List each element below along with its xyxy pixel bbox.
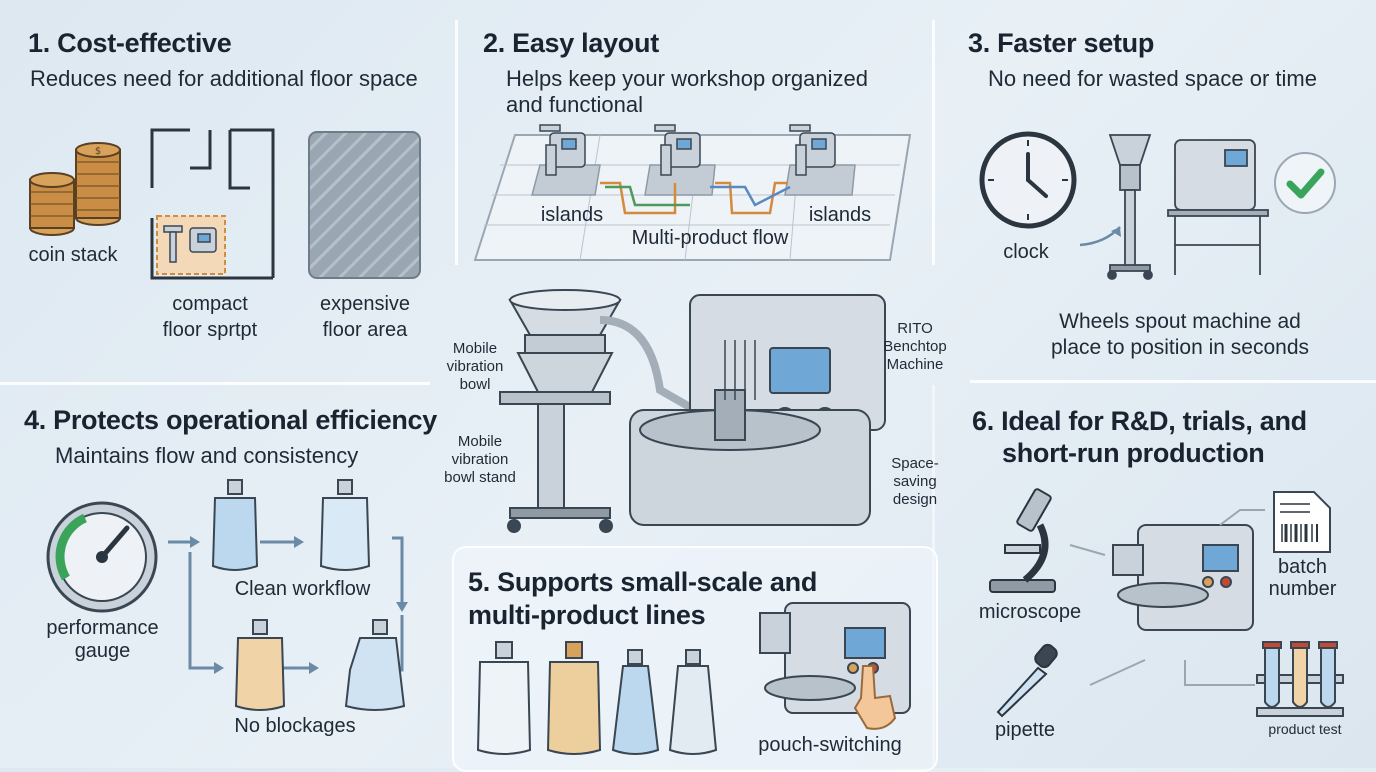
test-tubes-icon — [1256, 641, 1344, 717]
gauge-label-2: gauge — [74, 640, 131, 662]
microscope-label: microscope — [978, 601, 1082, 623]
coin-stack-icon: $ — [29, 142, 121, 236]
divider-left — [0, 382, 430, 385]
clock-label: clock — [1003, 241, 1049, 263]
pouch-switching-label: pouch-switching — [758, 734, 902, 756]
batch-label-2: number — [1268, 578, 1337, 600]
panel2-subtitle-1: Helps keep your workshop organized — [506, 66, 868, 91]
compact-floor-label-2: floor sprtpt — [162, 319, 258, 341]
rnd-machine-icon — [1112, 524, 1254, 631]
pipette-label: pipette — [994, 719, 1056, 741]
space-label-1: Space- — [891, 455, 939, 472]
stand-label-2: vibration — [451, 451, 509, 468]
divider-1-2 — [455, 20, 458, 265]
expensive-floor-label-2: floor area — [322, 319, 408, 341]
panel4-title: 4. Protects operational efficiency — [24, 405, 437, 435]
panel1-subtitle: Reduces need for additional floor space — [30, 66, 418, 91]
space-label-2: saving — [893, 473, 937, 490]
checkmark-icon — [1274, 152, 1336, 214]
panel2-title: 2. Easy layout — [483, 28, 659, 58]
pouch-switching-machine-icon — [759, 602, 911, 730]
wheels-text-2: place to position in seconds — [1051, 336, 1309, 359]
rito-machine-illustration — [499, 289, 886, 533]
arrow-icon — [1079, 226, 1121, 247]
batch-label-1: batch — [1278, 556, 1327, 578]
rito-label-3: Machine — [886, 356, 944, 373]
space-label-3: design — [892, 491, 938, 508]
divider-2-3 — [932, 20, 935, 265]
svg-text:$: $ — [95, 146, 101, 157]
panel6-title-1: 6. Ideal for R&D, trials, and — [972, 406, 1307, 436]
bowl-label-1: Mobile — [452, 340, 498, 357]
pipette-icon — [996, 643, 1058, 718]
stand-label-1: Mobile — [457, 433, 503, 450]
islands-left-label: islands — [540, 204, 604, 226]
floor-plan-icon — [150, 128, 275, 280]
no-blockages-label: No blockages — [234, 715, 356, 737]
rito-label-1: RITO — [897, 320, 933, 337]
islands-right-label: islands — [808, 204, 872, 226]
workshop-layout-icon — [473, 124, 912, 261]
panel2-subtitle-2: and functional — [506, 92, 643, 117]
divider-right — [970, 380, 1376, 383]
panel1-title: 1. Cost-effective — [28, 28, 232, 58]
clock-icon — [979, 131, 1077, 229]
panel6-title-2: short-run production — [1002, 438, 1265, 468]
bowl-label-2: vibration — [446, 358, 504, 375]
product-test-label: product test — [1268, 721, 1342, 737]
multi-product-flow-label: Multi-product flow — [631, 227, 789, 249]
bowl-label-3: bowl — [459, 376, 491, 393]
workflow-diagram — [168, 479, 408, 711]
rnd-connector-lines — [1069, 509, 1265, 686]
mobile-machine-icon — [1107, 134, 1269, 280]
compact-floor-label-1: compact — [172, 293, 248, 315]
wheels-text-1: Wheels spout machine ad — [1059, 310, 1301, 333]
panel3-subtitle: No need for wasted space or time — [988, 66, 1317, 91]
rito-label-2: Benchtop — [883, 338, 947, 355]
pouches-row-icon — [476, 641, 718, 755]
microscope-icon — [989, 488, 1056, 593]
panel3-title: 3. Faster setup — [968, 28, 1155, 58]
batch-document-icon — [1273, 491, 1331, 553]
panel5-title-2: multi-product lines — [468, 600, 706, 630]
expensive-floor-icon — [308, 131, 421, 279]
performance-gauge-icon — [46, 501, 158, 613]
stand-label-3: bowl stand — [444, 469, 516, 486]
coin-stack-label: coin stack — [28, 244, 118, 266]
gauge-label-1: performance — [46, 617, 159, 639]
panel5-title-1: 5. Supports small-scale and — [468, 567, 818, 597]
clean-workflow-label: Clean workflow — [234, 578, 371, 600]
panel4-subtitle: Maintains flow and consistency — [55, 443, 359, 468]
expensive-floor-label-1: expensive — [319, 293, 411, 315]
